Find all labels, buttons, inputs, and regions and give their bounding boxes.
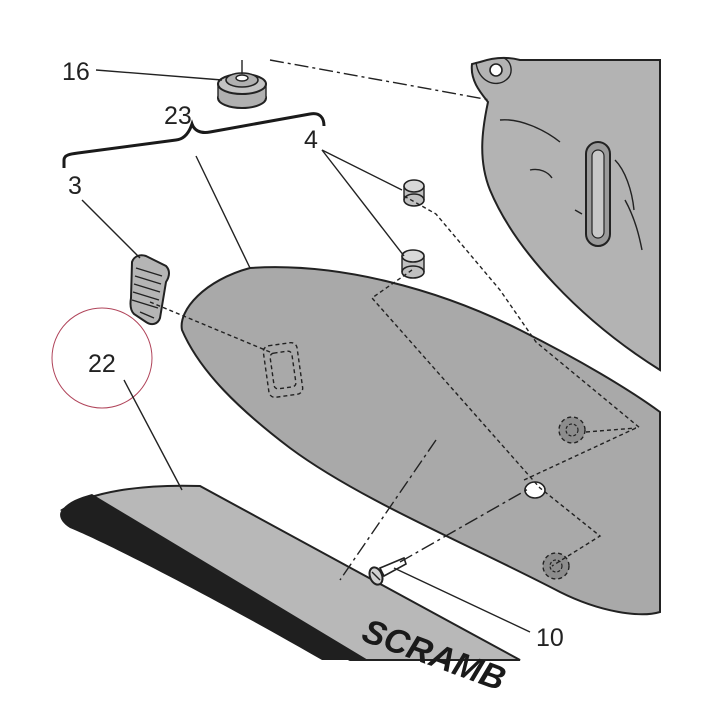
callout-22: 22: [88, 350, 116, 378]
clip-3: [129, 254, 170, 326]
lower-cover: SCRAMB: [60, 484, 521, 699]
grommet-hole-lower: [542, 552, 570, 580]
spacer-4-lower: [401, 249, 425, 279]
callout-4: 4: [304, 126, 318, 154]
alignment-lines: [149, 59, 641, 581]
highlight-circle: [51, 307, 153, 409]
fuel-tank: [470, 56, 661, 372]
group-bracket-23: [62, 112, 326, 168]
screw-hole: [524, 481, 546, 499]
callout-16: 16: [62, 58, 90, 86]
screw-10: [368, 556, 407, 586]
leader-lines: [81, 69, 531, 633]
callout-10: 10: [536, 624, 564, 652]
spacer-4-upper: [403, 179, 425, 207]
grommet-16: [217, 72, 267, 109]
panel-slot: [262, 341, 304, 399]
grommet-hole-upper: [558, 416, 586, 444]
callout-3: 3: [68, 172, 82, 200]
callout-23: 23: [164, 102, 192, 130]
side-panel: [180, 266, 661, 616]
